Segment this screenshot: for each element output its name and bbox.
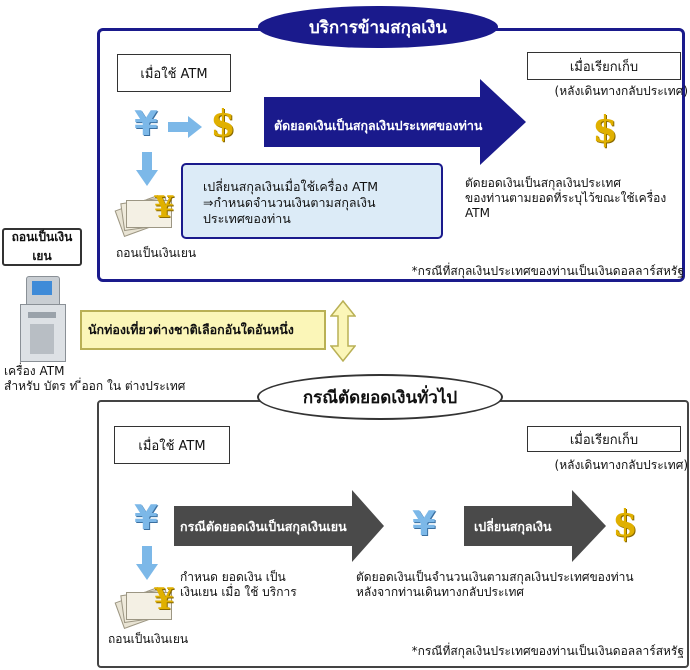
yen-icon: ¥: [134, 104, 158, 144]
bottom-after-return-label: (หลังเดินทางกลับประเทศ): [554, 458, 688, 472]
yen-banknotes-icon: [114, 190, 178, 238]
currency-exchange-arrow: [464, 490, 606, 562]
arrow-down-icon: [136, 152, 158, 186]
yen-amount-description-line-2: เงินเยน เมื่อ ใช้ บริการ: [180, 585, 297, 599]
top-charged-description-line-2: ของท่านตามยอดที่ระบุไว้ขณะใช้เครื่อง: [465, 191, 667, 205]
convert-home-currency-arrow-label: ตัดยอดเงินเป็นสกุลเงินประเทศของท่าน: [274, 118, 483, 133]
atm-caption: เครื่อง ATM สำหรับ บัตร ท ี่ออก ใน ต่างป…: [4, 364, 244, 394]
atm-caption-line-2: สำหรับ บัตร ท ี่ออก ใน ต่างประเทศ: [4, 379, 186, 393]
yen-charge-arrow-label: กรณีตัดยอดเงินเป็นสกุลเงินเยน: [180, 519, 347, 534]
top-after-return-label: (หลังเดินทางกลับประเทศ): [554, 84, 688, 98]
bottom-yen-banknotes-icon: [114, 582, 178, 630]
currency-exchange-arrow-label: เปลี่ยนสกุลเงิน: [474, 519, 552, 534]
bottom-when-atm-box: เมื่อใช้ ATM: [114, 426, 230, 464]
atm-caption-line-1: เครื่อง ATM: [4, 364, 65, 378]
atm-conversion-note-line-2: ⇒กำหนดจำนวนเงินตามสกุลเงิน: [203, 195, 376, 210]
general-charge-title: กรณีตัดยอดเงินทั่วไป: [257, 374, 503, 420]
yen-amount-description: กำหนด ยอดเงิน เป็น เงินเยน เมื่อ ใช้ บริ…: [180, 570, 350, 600]
bottom-withdraw-yen-label: ถอนเป็นเงินเยน: [108, 632, 189, 646]
top-withdraw-yen-label: ถอนเป็นเงินเยน: [116, 246, 197, 260]
top-when-charged-box: เมื่อเรียกเก็บ: [527, 52, 681, 80]
atm-conversion-note-line-1: เปลี่ยนสกุลเงินเมื่อใช้เครื่อง ATM: [203, 179, 379, 194]
atm-conversion-note-line-3: ประเทศของท่าน: [203, 211, 291, 226]
middle-yen-icon: ¥: [412, 504, 436, 544]
top-charged-description: ตัดยอดเงินเป็นสกุลเงินประเทศ ของท่านตามย…: [465, 176, 689, 221]
traveler-choice-box: นักท่องเที่ยวต่างชาติเลือกอันใดอันหนึ่ง: [80, 310, 326, 350]
withdraw-yen-box: ถอนเป็นเงินเยน: [2, 228, 82, 266]
bottom-charged-description: ตัดยอดเงินเป็นจำนวนเงินตามสกุลเงินประเทศ…: [356, 570, 688, 600]
arrow-right-icon: [168, 116, 202, 138]
yen-amount-description-line-1: กำหนด ยอดเงิน เป็น: [180, 570, 286, 584]
top-charged-description-line-1: ตัดยอดเงินเป็นสกุลเงินประเทศ: [465, 176, 621, 190]
bottom-charged-description-line-2: หลังจากท่านเดินทางกลับประเทศ: [356, 585, 524, 599]
yen-charge-arrow: [174, 490, 384, 562]
atm-machine-icon: [20, 276, 66, 362]
atm-conversion-note: เปลี่ยนสกุลเงินเมื่อใช้เครื่อง ATM ⇒กำหน…: [181, 163, 443, 239]
cross-currency-title: บริการข้ามสกุลเงิน: [258, 6, 498, 48]
bottom-footnote: *กรณีที่สกุลเงินประเทศของท่านเป็นเงินดอล…: [411, 644, 684, 658]
top-when-atm-box: เมื่อใช้ ATM: [117, 54, 231, 92]
yen-coin-icon: ¥: [153, 190, 175, 225]
convert-home-currency-arrow: [264, 79, 526, 165]
charged-dollar-coin-icon: $: [592, 109, 618, 151]
bottom-dollar-coin-icon: $: [612, 503, 638, 545]
dollar-coin-icon: $: [210, 103, 236, 145]
bottom-arrow-down-icon: [136, 546, 158, 580]
bottom-yen-coin-icon: ¥: [153, 582, 175, 617]
bottom-yen-icon: ¥: [134, 498, 158, 538]
top-charged-description-line-3: ATM: [465, 206, 490, 220]
bottom-when-charged-box: เมื่อเรียกเก็บ: [527, 426, 681, 452]
double-vertical-arrow-icon: [330, 300, 356, 362]
top-footnote: *กรณีที่สกุลเงินประเทศของท่านเป็นเงินดอล…: [411, 264, 684, 278]
bottom-charged-description-line-1: ตัดยอดเงินเป็นจำนวนเงินตามสกุลเงินประเทศ…: [356, 570, 634, 584]
